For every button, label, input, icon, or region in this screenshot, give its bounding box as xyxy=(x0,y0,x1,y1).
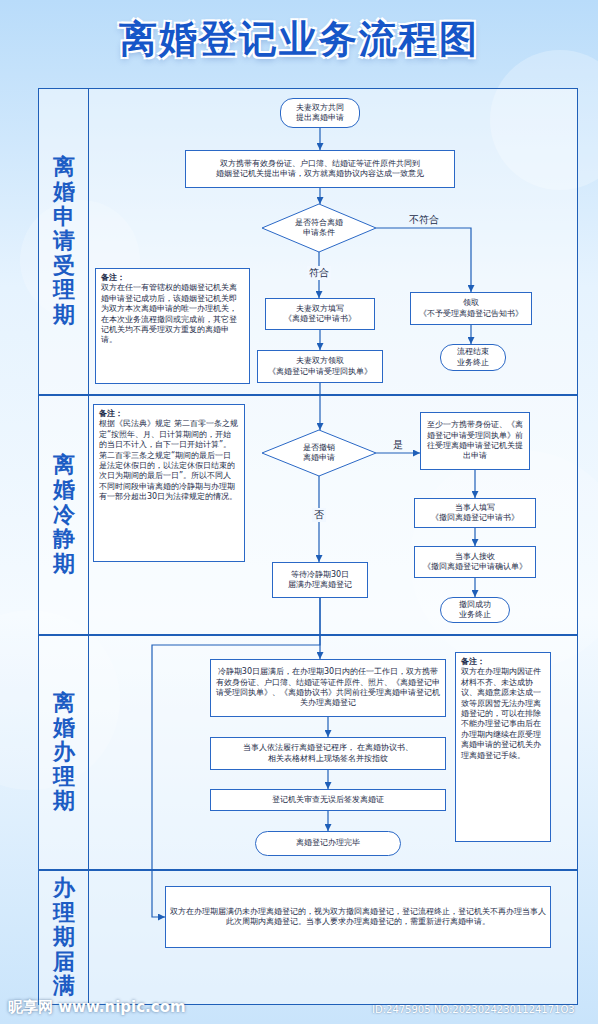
terminal-box: 离婚登记办理完毕 xyxy=(255,831,401,856)
note-body: 根据《民法典》规定 第二百零一条之规定“按照年、月、日计算期间的，开始的当日不计… xyxy=(99,419,239,502)
note-heading: 备注： xyxy=(99,409,239,419)
watermark: 昵享网 www.nipic.com xyxy=(8,998,186,1017)
node-text: 当事人填写 《撤回离婚登记申请书》 xyxy=(419,503,531,524)
band-label-column: 离婚办理期 xyxy=(39,636,89,869)
decision-diamond: 是否符合离婚 申请条件 xyxy=(262,204,376,252)
node-text: 是否符合离婚 申请条件 xyxy=(289,218,349,239)
node-text: 夫妻双方共同 提出离婚申请 xyxy=(285,103,355,124)
note-body: 双方在任一有管辖权的婚姻登记机关离婚申请登记成功后，该婚姻登记机关即为双方本次离… xyxy=(101,283,244,345)
node-text: 领取 《不予受理离婚登记告知书》 xyxy=(415,298,527,319)
process-box: 夫妻双方领取 《离婚登记申请受理回执单》 xyxy=(257,350,383,383)
decision-diamond: 是否撤销 离婚申请 xyxy=(262,430,376,476)
node-text: 流程结束 业务终止 xyxy=(445,347,501,368)
process-box: 登记机关审查无误后签发离婚证 xyxy=(210,789,446,811)
node-text: 冷静期30日届满后，在办理期30日内的任一工作日，双方携带有效身份证、户口簿、结… xyxy=(215,667,441,709)
band-label-column: 办理期届满 xyxy=(39,871,89,1004)
phase-title: 离婚申请受理期 xyxy=(52,155,76,327)
process-box: 至少一方携带身份证、《离婚登记申请受理回执单》前往受理离婚申请登记机关提出申请 xyxy=(420,412,530,470)
phase-band: 办理期届满 双方在办理期届满仍未办理离婚登记的，视为双方撤回离婚登记，登记流程终止… xyxy=(38,870,578,1005)
node-text: 双方携带有效身份证、户口簿、结婚证等证件原件共同到 婚姻登记机关提出申请，双方就… xyxy=(190,159,450,180)
note-box: 备注：双方在任一有管辖权的婚姻登记机关离婚申请登记成功后，该婚姻登记机关即为双方… xyxy=(95,268,250,384)
diamond-shape xyxy=(262,204,376,252)
node-text: 等待冷静期30日 届满办理离婚登记 xyxy=(277,570,363,591)
note-heading: 备注： xyxy=(461,657,545,667)
process-box: 双方在办理期届满仍未办理离婚登记的，视为双方撤回离婚登记，登记流程终止，登记机关… xyxy=(165,886,551,948)
phase-title: 离婚办理期 xyxy=(52,691,76,814)
phase-band: 离婚办理期 冷静期30日届满后，在办理期30日内的任一工作日，双方携带有效身份证、… xyxy=(38,635,578,870)
note-box: 备注：双方在办理期内因证件材料不齐、未达成协议、离婚意愿未达成一致等原因暂无法办… xyxy=(455,652,551,842)
node-text: 至少一方携带身份证、《离婚登记申请受理回执单》前往受理离婚申请登记机关提出申请 xyxy=(425,420,525,462)
process-box: 当事人接收 《撤回离婚登记申请确认单》 xyxy=(414,546,536,578)
phase-band: 离婚冷静期备注：根据《民法典》规定 第二百零一条之规定“按照年、月、日计算期间的… xyxy=(38,395,578,635)
note-box: 备注：根据《民法典》规定 第二百零一条之规定“按照年、月、日计算期间的，开始的当… xyxy=(93,404,245,562)
diamond-shape xyxy=(262,430,376,476)
phase-band: 离婚申请受理期 夫妻双方共同 提出离婚申请双方携带有效身份证、户口簿、结婚证等证件… xyxy=(38,88,578,395)
node-text: 夫妻双方填写 《离婚登记申请书》 xyxy=(270,304,370,325)
node-text: 撤回成功 业务终止 xyxy=(445,600,505,621)
process-box: 夫妻双方填写 《离婚登记申请书》 xyxy=(265,298,375,330)
band-label-column: 离婚申请受理期 xyxy=(39,89,89,394)
terminal-box: 夫妻双方共同 提出离婚申请 xyxy=(280,98,360,128)
node-text: 双方在办理期届满仍未办理离婚登记的，视为双方撤回离婚登记，登记流程终止，登记机关… xyxy=(170,907,546,928)
note-body: 双方在办理期内因证件材料不齐、未达成协议、离婚意愿未达成一致等原因暂无法办理离婚… xyxy=(461,667,545,761)
phase-title: 离婚冷静期 xyxy=(52,453,76,576)
band-label-column: 离婚冷静期 xyxy=(39,396,89,634)
process-box: 领取 《不予受理离婚登记告知书》 xyxy=(410,292,532,325)
phase-title: 办理期届满 xyxy=(52,876,76,999)
node-text: 夫妻双方领取 《离婚登记申请受理回执单》 xyxy=(262,356,378,377)
terminal-box: 撤回成功 业务终止 xyxy=(440,597,510,623)
node-text: 当事人接收 《撤回离婚登记申请确认单》 xyxy=(419,552,531,573)
node-text: 登记机关审查无误后签发离婚证 xyxy=(272,795,384,805)
process-box: 双方携带有效身份证、户口簿、结婚证等证件原件共同到 婚姻登记机关提出申请，双方就… xyxy=(185,150,455,188)
process-box: 等待冷静期30日 届满办理离婚登记 xyxy=(272,562,368,598)
node-text: 离婚登记办理完毕 xyxy=(296,838,360,848)
process-box: 冷静期30日届满后，在办理期30日内的任一工作日，双方携带有效身份证、户口簿、结… xyxy=(210,659,446,717)
process-box: 当事人填写 《撤回离婚登记申请书》 xyxy=(414,498,536,528)
page-title: 离婚登记业务流程图 xyxy=(0,14,598,65)
terminal-box: 流程结束 业务终止 xyxy=(440,344,506,371)
node-text: 当事人依法履行离婚登记程序， 在离婚协议书、相关表格材料上现场签名并按指纹 xyxy=(215,743,441,764)
node-text: 是否撤销 离婚申请 xyxy=(289,443,349,464)
image-id: ID:2475905 NO:20230242301124171O3 xyxy=(372,1004,575,1015)
process-box: 当事人依法履行离婚登记程序， 在离婚协议书、相关表格材料上现场签名并按指纹 xyxy=(210,737,446,770)
note-heading: 备注： xyxy=(101,273,244,283)
